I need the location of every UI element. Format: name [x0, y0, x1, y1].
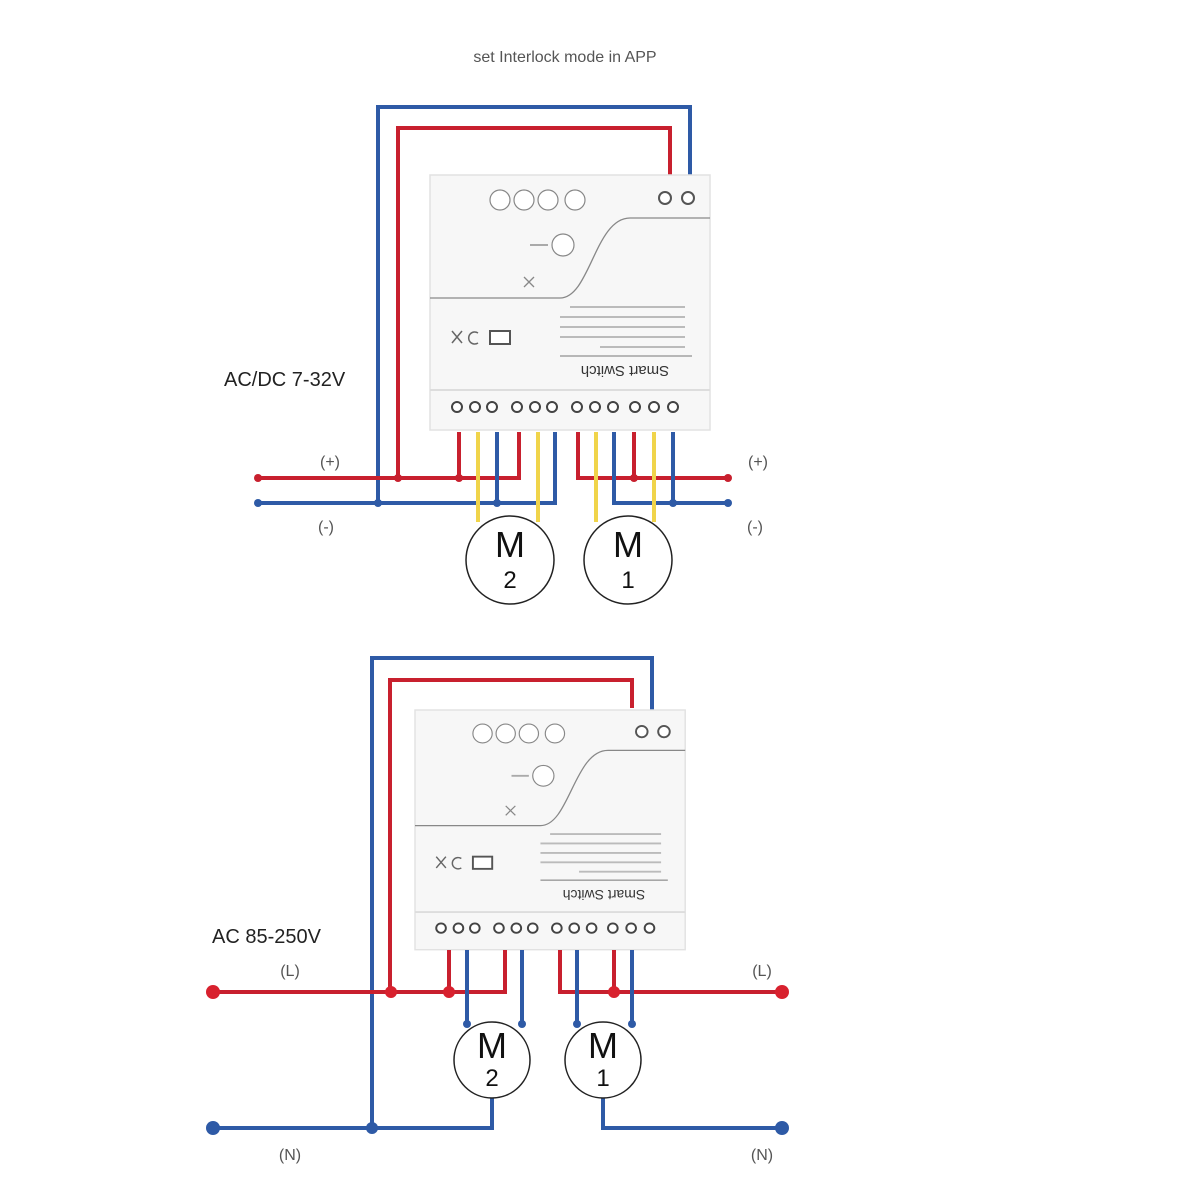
dc-supply-label: AC/DC 7-32V: [224, 369, 346, 391]
motor-2: M 2: [453, 1021, 531, 1099]
smart-switch-module: Smart Switch: [414, 709, 687, 951]
motor-symbol: M: [588, 1025, 618, 1066]
live-label-right: (L): [752, 963, 772, 980]
module-power-neutral-wire: [370, 656, 654, 1128]
motor-number: 2: [485, 1065, 498, 1092]
motor-symbol: M: [477, 1025, 507, 1066]
negative-label-right: (-): [747, 519, 763, 536]
motor-wires: [465, 950, 634, 1024]
smart-switch-module: Smart Switch: [429, 174, 711, 431]
negative-line-left: [258, 432, 557, 505]
module-power-live-wire: [396, 126, 672, 478]
module-power-neutral-wire: [376, 105, 692, 505]
positive-line-left: [258, 432, 521, 480]
motor-number: 2: [503, 567, 516, 594]
negative-label-left: (-): [318, 519, 334, 536]
motor-symbol: M: [495, 524, 525, 565]
dc-wiring: Smart Switch M 2 M 1 AC/DC 7-32V (+) (+)…: [224, 105, 768, 605]
module-power-live-wire: [388, 678, 634, 992]
negative-line-right: [612, 432, 728, 505]
motor-symbol: M: [613, 524, 643, 565]
ac-wiring: Smart Switch M 2 M 1 AC 85-250V (L) (L) …: [206, 656, 789, 1164]
neutral-line-left: [213, 1098, 494, 1130]
positive-label-right: (+): [748, 454, 768, 471]
module-brand-text: Smart Switch: [581, 362, 669, 379]
motor-1: M 1: [564, 1021, 642, 1099]
neutral-label-left: (N): [279, 1147, 301, 1164]
positive-line-right: [576, 432, 728, 480]
positive-label-left: (+): [320, 454, 340, 471]
motor-2: M 2: [465, 515, 555, 605]
neutral-label-right: (N): [751, 1147, 773, 1164]
motor-wires: [476, 432, 656, 522]
ac-supply-label: AC 85-250V: [212, 926, 322, 948]
motor-number: 1: [596, 1065, 609, 1092]
module-brand-text: Smart Switch: [563, 887, 645, 903]
live-label-left: (L): [280, 963, 300, 980]
live-line-right: [558, 950, 782, 994]
motor-number: 1: [621, 567, 634, 594]
diagram-title: set Interlock mode in APP: [473, 49, 656, 66]
motor-1: M 1: [583, 515, 673, 605]
neutral-line-right: [601, 1098, 782, 1130]
live-line-left: [213, 950, 507, 994]
